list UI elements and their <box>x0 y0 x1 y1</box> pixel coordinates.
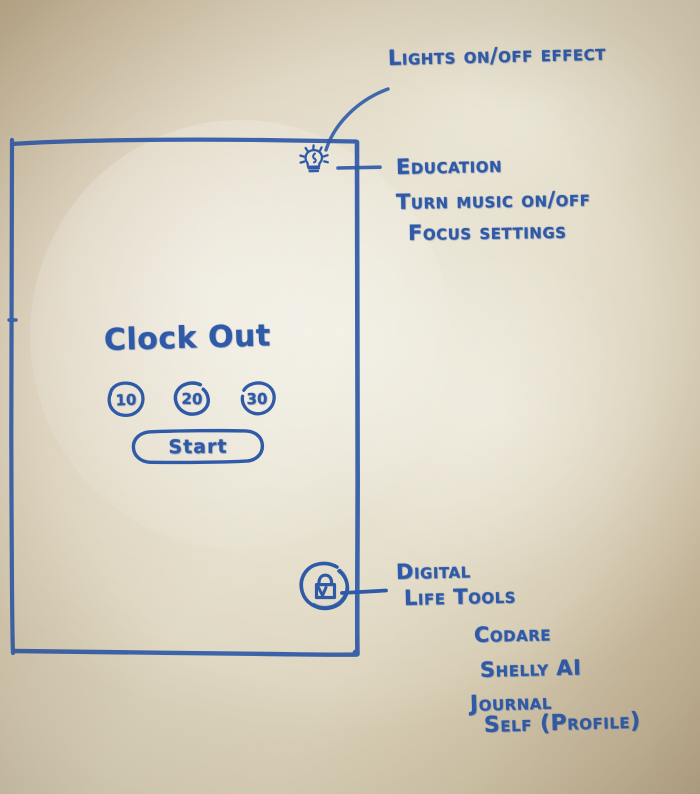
vpn-lock-icon[interactable] <box>293 556 357 620</box>
leader-tick-education <box>336 146 392 194</box>
leader-line-lights <box>300 62 410 152</box>
tool-list-item-shelly-ai: Shelly AI <box>479 655 582 682</box>
duration-label: 10 <box>115 390 137 410</box>
start-button-outline <box>131 428 265 465</box>
annotation-life-tools: Life Tools <box>403 583 517 610</box>
duration-label: 30 <box>246 389 268 409</box>
leader-line-digital-life-tools <box>340 578 402 606</box>
phone-frame-outline <box>7 137 361 657</box>
circle-outline <box>173 381 210 416</box>
start-button-label: Start <box>168 435 228 458</box>
circle-outline <box>107 381 145 418</box>
duration-label: 20 <box>181 389 203 409</box>
tool-list-item-codare: Codare <box>473 621 552 647</box>
annotation-lights-effect: Lights on/off effect <box>387 40 607 70</box>
phone-frame <box>7 137 361 657</box>
start-button[interactable]: Start <box>130 427 266 465</box>
glare-highlight-center <box>330 250 660 580</box>
annotation-education-music: Turn music on/off <box>395 186 591 214</box>
lightbulb-icon[interactable] <box>294 139 336 181</box>
duration-option-20[interactable]: 20 <box>169 378 214 419</box>
duration-option-30[interactable]: 30 <box>235 379 280 420</box>
annotation-education-heading: Education <box>395 152 503 179</box>
duration-option-10[interactable]: 10 <box>103 379 148 421</box>
tool-list-item-self-profile: Self (Profile) <box>483 708 642 738</box>
circle-outline <box>240 381 276 416</box>
annotation-digital: Digital <box>395 558 471 584</box>
annotation-education-focus: Focus settings <box>407 218 567 245</box>
clock-out-title: Clock Out <box>103 318 272 358</box>
